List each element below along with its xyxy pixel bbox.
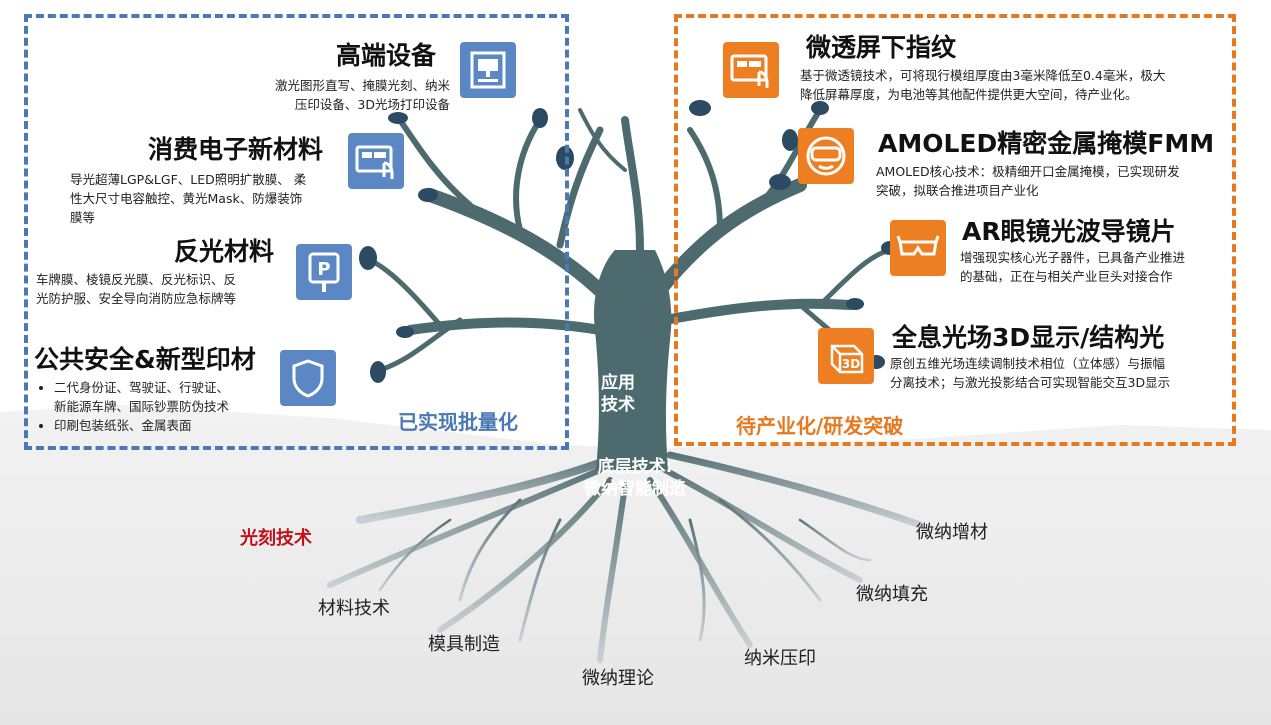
item-desc-public-safety: 二代身份证、驾驶证、行驶证、新能源车牌、国际钞票防伪技术 印刷包装纸张、金属表面 <box>40 378 294 435</box>
item-title-equipment: 高端设备 <box>336 41 437 70</box>
left-status-label: 已实现批量化 <box>398 410 518 434</box>
item-desc-ar: 增强现实核心光子器件，已具备产业推进的基础，正在与相关产业巨头对接合作 <box>960 250 1186 284</box>
root-label-additive: 微纳增材 <box>916 522 988 543</box>
item-desc-amoled: AMOLED核心技术：极精细开口金属掩模，已实现研发突破，拟联合推进项目产业化 <box>876 164 1180 198</box>
item-desc-reflective-materials: 车牌膜、棱镜反光膜、反光标识、反光防护服、安全导向消防应急标牌等 <box>36 272 237 306</box>
fingerprint-screen-icon <box>723 42 779 98</box>
svg-text:3D: 3D <box>842 357 860 371</box>
item-title-consumer-electronics: 消费电子新材料 <box>148 135 324 164</box>
root-label-theory: 微纳理论 <box>582 668 654 689</box>
mass-production-frame <box>24 14 569 450</box>
bullet-id-cards: 二代身份证、驾驶证、行驶证、新能源车牌、国际钞票防伪技术 <box>54 378 294 416</box>
item-desc-fingerprint: 基于微透镜技术，可将现行模组厚度由3毫米降低至0.4毫米，极大降低屏幕厚度，为电… <box>800 68 1166 102</box>
shield-icon <box>280 350 336 406</box>
svg-text:P: P <box>317 259 330 280</box>
item-desc-equipment: 激光图形直写、掩膜光刻、纳米压印设备、3D光场打印设备 <box>274 78 450 112</box>
ar-glasses-icon <box>890 220 946 276</box>
root-label-molds: 模具制造 <box>428 634 500 655</box>
item-title-holographic: 全息光场3D显示/结构光 <box>892 323 1165 352</box>
item-title-fingerprint: 微透屏下指纹 <box>806 33 957 62</box>
item-desc-holographic: 原创五维光场连续调制技术相位（立体感）与振幅分离技术；与激光投影结合可实现智能交… <box>890 356 1171 390</box>
bullet-printing: 印刷包装纸张、金属表面 <box>54 416 294 435</box>
equipment-icon <box>460 42 516 98</box>
item-title-ar: AR眼镜光波导镜片 <box>962 217 1176 246</box>
rd-frame <box>674 14 1236 446</box>
item-desc-consumer-electronics: 导光超薄LGP&LGF、LED照明扩散膜、 柔性大尺寸电容触控、黄光Mask、防… <box>70 172 307 225</box>
right-status-label: 待产业化/研发突破 <box>736 414 904 438</box>
mask-icon <box>798 128 854 184</box>
parking-sign-icon: P <box>296 244 352 300</box>
root-label-filling: 微纳填充 <box>856 584 928 605</box>
3d-cube-icon: 3D <box>818 328 874 384</box>
item-title-public-safety: 公共安全&新型印材 <box>34 345 256 374</box>
trunk-label: 应用技术 <box>601 373 635 415</box>
root-label-nanoimprint: 纳米压印 <box>744 648 816 669</box>
item-title-reflective-materials: 反光材料 <box>174 237 275 266</box>
item-title-amoled: AMOLED精密金属掩模FMM <box>878 129 1215 158</box>
touch-screen-icon <box>348 133 404 189</box>
root-label-lithography: 光刻技术 <box>240 528 312 549</box>
tree-roots <box>327 451 924 663</box>
base-technology-label: 底层技术:微纳智能制造 <box>584 457 686 499</box>
root-label-materials: 材料技术 <box>318 598 390 619</box>
